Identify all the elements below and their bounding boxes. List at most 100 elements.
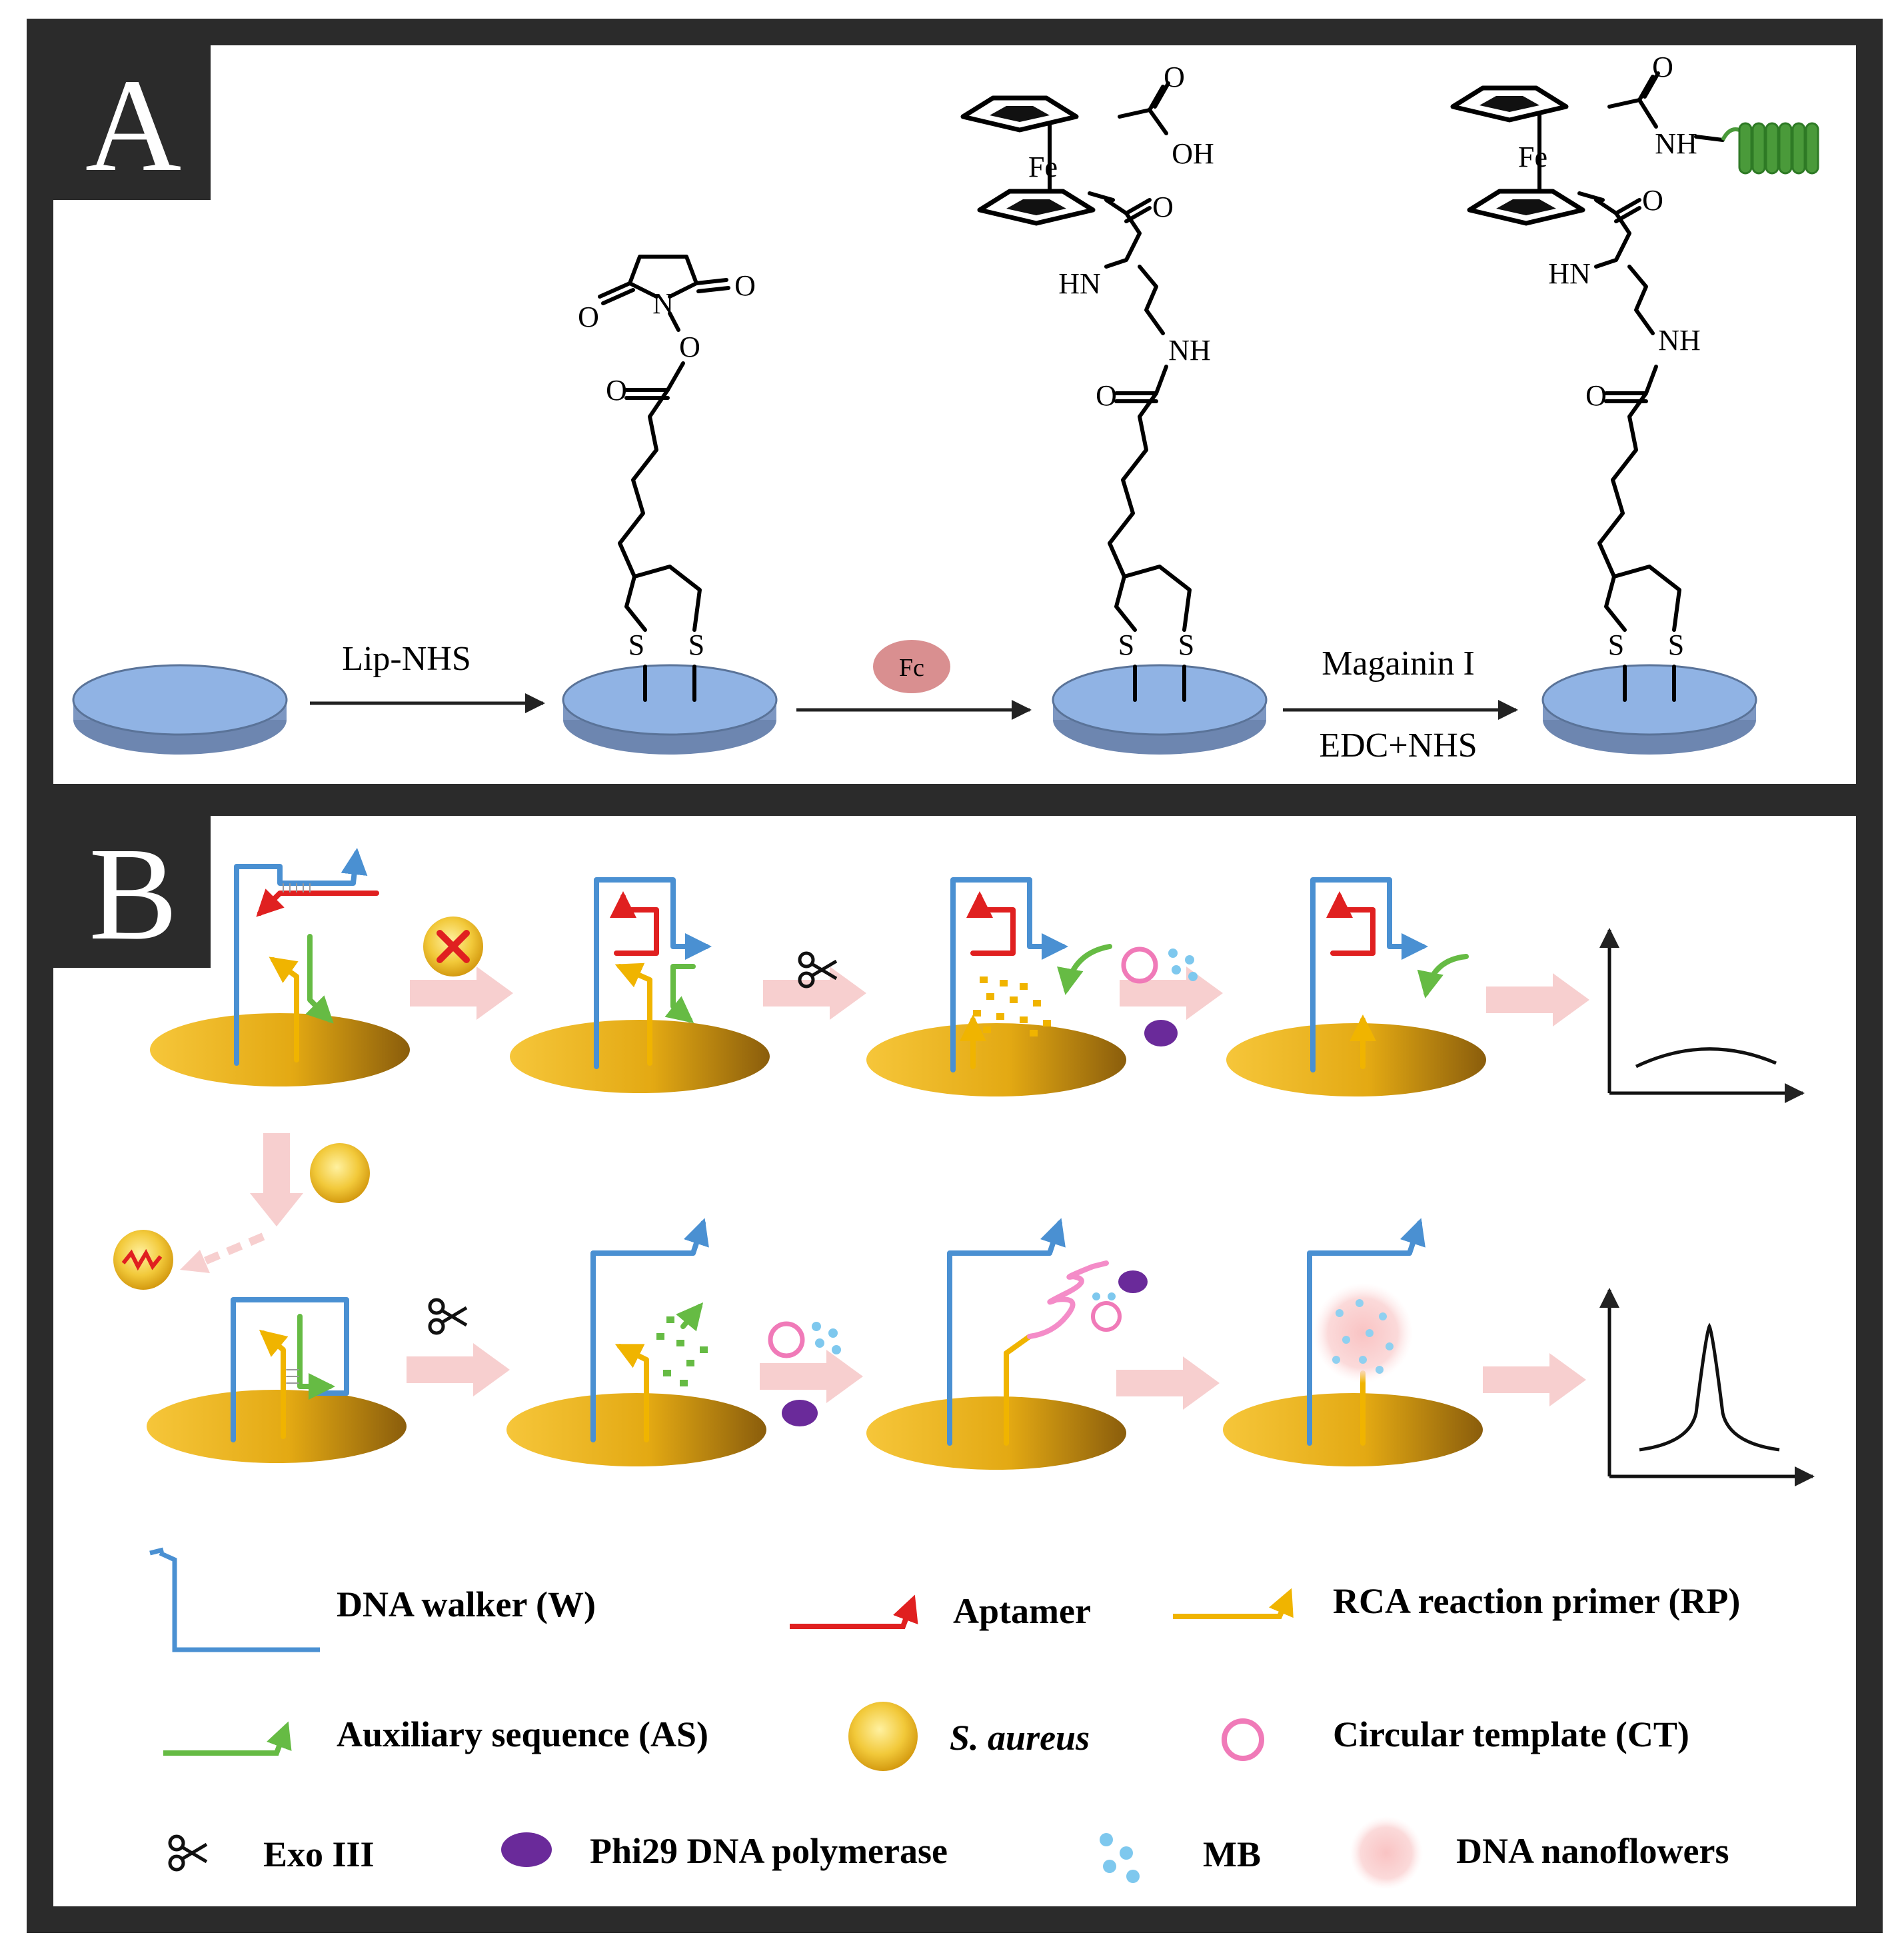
atom-nh: NH <box>1168 334 1211 367</box>
primer-fragments <box>973 977 1051 1036</box>
molecule-fc-magainin <box>1537 71 1725 702</box>
legend-label-ct: Circular template (CT) <box>1333 1714 1689 1754</box>
atom-o: O <box>1152 191 1174 223</box>
primer-strand <box>614 1344 649 1442</box>
legend-primer-icon <box>1173 1588 1294 1619</box>
molecule-fc <box>1048 81 1192 702</box>
signal-plot <box>1599 928 1805 1103</box>
auxiliary-strand <box>1057 944 1112 995</box>
blocked-bacterium-icon <box>423 917 483 977</box>
dna-walker <box>594 877 712 1069</box>
scissors-icon <box>798 951 838 988</box>
gold-electrode-4 <box>1226 1023 1486 1096</box>
bacterium-icon <box>310 1143 370 1203</box>
mb-dots-icon <box>812 1322 841 1354</box>
legend-bacterium-icon <box>848 1702 918 1771</box>
primer-strand <box>614 963 652 1066</box>
gold-electrode-8 <box>1223 1393 1483 1466</box>
molecule-lip-nhs <box>598 255 730 702</box>
dna-walker <box>950 877 1068 1072</box>
legend-label-auxiliary: Auxiliary sequence (AS) <box>337 1714 708 1754</box>
gold-electrode-1 <box>150 1013 410 1086</box>
gold-electrode-5 <box>147 1390 407 1463</box>
atom-s: S <box>628 629 644 661</box>
polymerase-icon <box>782 1400 818 1426</box>
atom-s: S <box>688 629 704 661</box>
atom-s: S <box>1608 629 1624 661</box>
aptamer-strand <box>970 931 1016 956</box>
panel-a-area <box>53 45 1856 784</box>
legend-walker-icon <box>149 1547 164 1556</box>
atom-o: O <box>578 301 599 333</box>
aptamer-strand <box>966 891 1016 936</box>
legend-auxiliary-icon <box>163 1721 292 1756</box>
legend-mb-icon <box>1100 1833 1140 1883</box>
mb-dots-icon <box>1092 1292 1116 1300</box>
electrode-fc <box>1052 664 1268 755</box>
legend-label-aptamer: Aptamer <box>953 1591 1091 1631</box>
electrode-bare <box>72 664 288 755</box>
dna-walker <box>234 848 368 1066</box>
aptamer-strand <box>1330 931 1376 956</box>
step1-label: Lip-NHS <box>342 640 471 678</box>
primer-strand <box>259 1329 289 1439</box>
signal-plot <box>1599 1288 1815 1486</box>
step3-label-bottom: EDC+NHS <box>1319 727 1477 765</box>
legend-label-walker: DNA walker (W) <box>337 1584 596 1624</box>
atom-oh: OH <box>1172 137 1214 170</box>
polymerase-icon <box>1118 1270 1148 1293</box>
legend-polymerase-icon <box>501 1832 552 1867</box>
panel-b-letter: B <box>89 821 177 968</box>
aptamer-strand <box>256 889 379 917</box>
atom-o: O <box>1652 51 1673 83</box>
atom-nh: NH <box>1655 127 1697 160</box>
electrode-lip <box>562 664 778 755</box>
auxiliary-strand <box>1417 954 1469 998</box>
legend-walker-icon <box>159 1550 320 1652</box>
atom-n: N <box>652 287 674 320</box>
peptide-linker <box>1721 127 1740 141</box>
dashed-arrow <box>198 1232 265 1267</box>
atom-fe: Fe <box>1518 141 1547 173</box>
atom-s: S <box>1178 629 1194 661</box>
atom-o: O <box>1164 61 1185 93</box>
auxiliary-strand <box>664 964 696 1023</box>
legend-label-phi29: Phi29 DNA polymerase <box>590 1831 948 1871</box>
dna-walker <box>947 1218 1066 1446</box>
atom-o: O <box>606 374 627 407</box>
legend: DNA walker (W) Aptamer RCA reaction prim… <box>149 1547 1740 1890</box>
dashed-arrow-head <box>180 1250 210 1273</box>
legend-label-exo: Exo III <box>263 1834 375 1874</box>
atom-s: S <box>1118 629 1134 661</box>
panel-a-tab <box>53 45 211 200</box>
aptamer-strand <box>1326 891 1376 936</box>
electrode-magainin <box>1541 664 1757 755</box>
bacterium-aptamer-icon <box>113 1230 173 1290</box>
scissors-icon <box>428 1298 468 1335</box>
legend-label-nanoflowers: DNA nanoflowers <box>1456 1831 1729 1871</box>
mb-dots-icon <box>1168 949 1198 981</box>
gold-electrode-2 <box>510 1020 770 1093</box>
atom-o: O <box>1096 379 1117 412</box>
legend-label-primer: RCA reaction primer (RP) <box>1333 1581 1740 1621</box>
circular-template-icon <box>768 1321 805 1358</box>
atom-o: O <box>1642 184 1663 217</box>
legend-ct-icon <box>1222 1718 1264 1761</box>
nanoflower-icon <box>1313 1283 1413 1383</box>
legend-label-bacterium: S. aureus <box>950 1718 1090 1758</box>
molecule-fc-magainin-atoms: S S O NH HN O Fe O NH <box>1518 51 1701 661</box>
step3-label-top: Magainin I <box>1322 645 1475 683</box>
atom-s: S <box>1668 629 1684 661</box>
molecule-fc-atoms: S S O NH HN O Fe O OH <box>1028 61 1214 661</box>
dna-walker <box>231 1297 349 1442</box>
atom-o: O <box>1585 379 1607 412</box>
legend-aptamer-icon <box>790 1594 918 1629</box>
circular-template-icon <box>1091 1301 1122 1332</box>
atom-o: O <box>679 331 700 363</box>
legend-nanoflower-icon <box>1350 1816 1423 1890</box>
atom-hn: HN <box>1058 267 1101 300</box>
atom-fe: Fe <box>1028 151 1058 183</box>
gold-electrode-7 <box>866 1396 1126 1470</box>
